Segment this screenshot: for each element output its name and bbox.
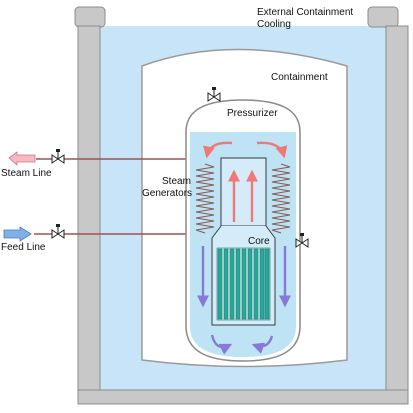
containment-label: Containment [271, 72, 328, 83]
fuel-rod [235, 248, 241, 320]
fuel-rod [217, 248, 223, 320]
right-wall [385, 25, 409, 395]
pool-floor [77, 389, 409, 405]
steam-line-label: Steam Line [1, 168, 52, 179]
right-wall-cap [367, 6, 399, 28]
pressurizer-relief-valve [207, 87, 221, 102]
steam-generator-coil-left [195, 163, 215, 234]
fuel-rod [223, 248, 229, 320]
riser-chimney [220, 157, 267, 227]
hot-flow-arrow [256, 141, 288, 159]
vessel-vent-valve [295, 233, 309, 248]
steam-generator-coil-right [271, 163, 291, 234]
hot-flow-arrow [203, 141, 233, 159]
steam-generators-label-line2: Generators [142, 188, 192, 199]
fuel-rod [247, 248, 253, 320]
reactor-core [216, 247, 271, 321]
hot-flow [203, 141, 288, 222]
core-label: Core [248, 236, 270, 247]
fuel-rod [253, 248, 259, 320]
fuel-rod [229, 248, 235, 320]
steam-line-valve [51, 149, 65, 164]
fuel-rod [241, 248, 247, 320]
pressurizer-label: Pressurizer [227, 108, 278, 119]
external-cooling-label-line1: External Containment [257, 7, 353, 18]
fuel-rod [264, 248, 270, 320]
cold-flow-arrow [251, 335, 274, 354]
steam-generators-label-line1: Steam [162, 176, 191, 187]
cold-flow-arrow [210, 334, 233, 355]
feed-line-valve [51, 224, 65, 239]
left-wall [77, 25, 101, 395]
cold-flow [197, 246, 291, 355]
feed-line-label: Feed Line [1, 242, 46, 253]
pool-structure [74, 6, 409, 405]
external-cooling-label-line2: Cooling [257, 19, 291, 30]
fuel-rod [259, 248, 265, 320]
steam-line-arrow [8, 151, 36, 166]
left-wall-cap [74, 6, 106, 28]
feed-line-arrow [3, 226, 32, 242]
